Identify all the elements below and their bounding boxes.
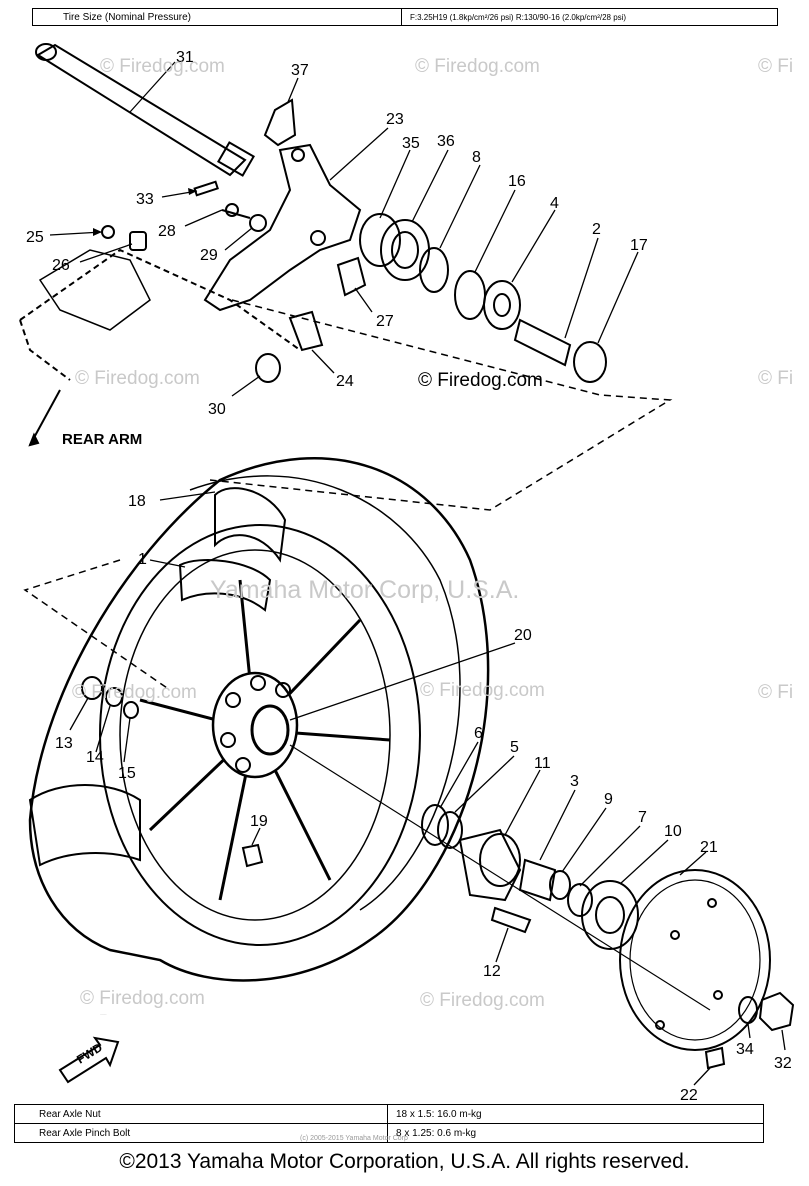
watermark: © Firedog.com	[418, 370, 543, 391]
watermark: © Fi	[758, 682, 793, 703]
callout-29: 29	[200, 247, 218, 264]
callout-35: 35	[402, 135, 420, 152]
callout-32: 32	[774, 1055, 792, 1072]
callout-37: 37	[291, 62, 309, 79]
callout-3: 3	[570, 773, 579, 790]
callout-2: 2	[592, 221, 601, 238]
callout-23: 23	[386, 111, 404, 128]
callout-34: 34	[736, 1041, 754, 1058]
tire-size-table: Tire Size (Nominal Pressure) F:3.25H19 (…	[32, 8, 778, 26]
fwd-arrow-icon: FWD	[58, 1036, 120, 1084]
callout-16: 16	[508, 173, 526, 190]
watermark: © Firedog.com	[100, 1013, 107, 1016]
watermark: © Firedog.com	[100, 56, 225, 77]
watermark: © Fi	[758, 56, 793, 77]
callout-24: 24	[336, 373, 354, 390]
tiny-copyright-notice: (c) 2005-2015 Yamaha Motor Corp	[300, 1135, 408, 1142]
watermark: © Firedog.com	[72, 682, 197, 703]
callout-5: 5	[510, 739, 519, 756]
tire-size-value: F:3.25H19 (1.8kp/cm²/26 psi) R:130/90-16…	[401, 8, 778, 26]
watermark: © Firedog.com	[420, 680, 545, 701]
watermark: Yamaha Motor Corp, U.S.A.	[210, 576, 519, 604]
watermark: © Fi	[758, 368, 793, 389]
watermark: © Firedog.com	[420, 990, 545, 1011]
callout-7: 7	[638, 809, 647, 826]
callout-21: 21	[700, 839, 718, 856]
callout-25: 25	[26, 229, 44, 246]
watermark: © Firedog.com	[415, 56, 540, 77]
torque-spec-table: Rear Axle Nut 18 x 1.5: 16.0 m-kg Rear A…	[14, 1104, 764, 1143]
callout-14: 14	[86, 749, 104, 766]
watermark: © Firedog.com	[80, 988, 205, 1009]
rear-arm-label: REAR ARM	[62, 431, 142, 448]
callout-22: 22	[680, 1087, 698, 1104]
tire-size-label: Tire Size (Nominal Pressure)	[32, 8, 402, 26]
watermark: © Firedog.com	[75, 368, 200, 389]
callout-12: 12	[483, 963, 501, 980]
spec-label: Rear Axle Nut	[14, 1104, 388, 1124]
callout-10: 10	[664, 823, 682, 840]
table-row: Rear Axle Pinch Bolt 8 x 1.25: 0.6 m-kg	[14, 1123, 764, 1143]
callout-6: 6	[474, 725, 483, 742]
callout-9: 9	[604, 791, 613, 808]
callout-27: 27	[376, 313, 394, 330]
callout-17: 17	[630, 237, 648, 254]
callout-30: 30	[208, 401, 226, 418]
callout-36: 36	[437, 133, 455, 150]
callout-18: 18	[128, 493, 146, 510]
callout-20: 20	[514, 627, 532, 644]
callout-31: 31	[176, 49, 194, 66]
callout-11: 11	[534, 755, 551, 772]
spec-value: 8 x 1.25: 0.6 m-kg	[387, 1123, 764, 1143]
callout-4: 4	[550, 195, 559, 212]
callout-1: 1	[138, 551, 147, 568]
spec-value: 18 x 1.5: 16.0 m-kg	[387, 1104, 764, 1124]
callout-28: 28	[158, 223, 176, 240]
callout-26: 26	[52, 257, 70, 274]
callout-13: 13	[55, 735, 73, 752]
callout-19: 19	[250, 813, 268, 830]
watermark: © Firedog.com	[100, 1013, 107, 1016]
callout-8: 8	[472, 149, 481, 166]
callout-15: 15	[118, 765, 136, 782]
table-row: Rear Axle Nut 18 x 1.5: 16.0 m-kg	[14, 1104, 764, 1124]
copyright-notice: ©2013 Yamaha Motor Corporation, U.S.A. A…	[119, 1150, 690, 1173]
callout-33: 33	[136, 191, 154, 208]
